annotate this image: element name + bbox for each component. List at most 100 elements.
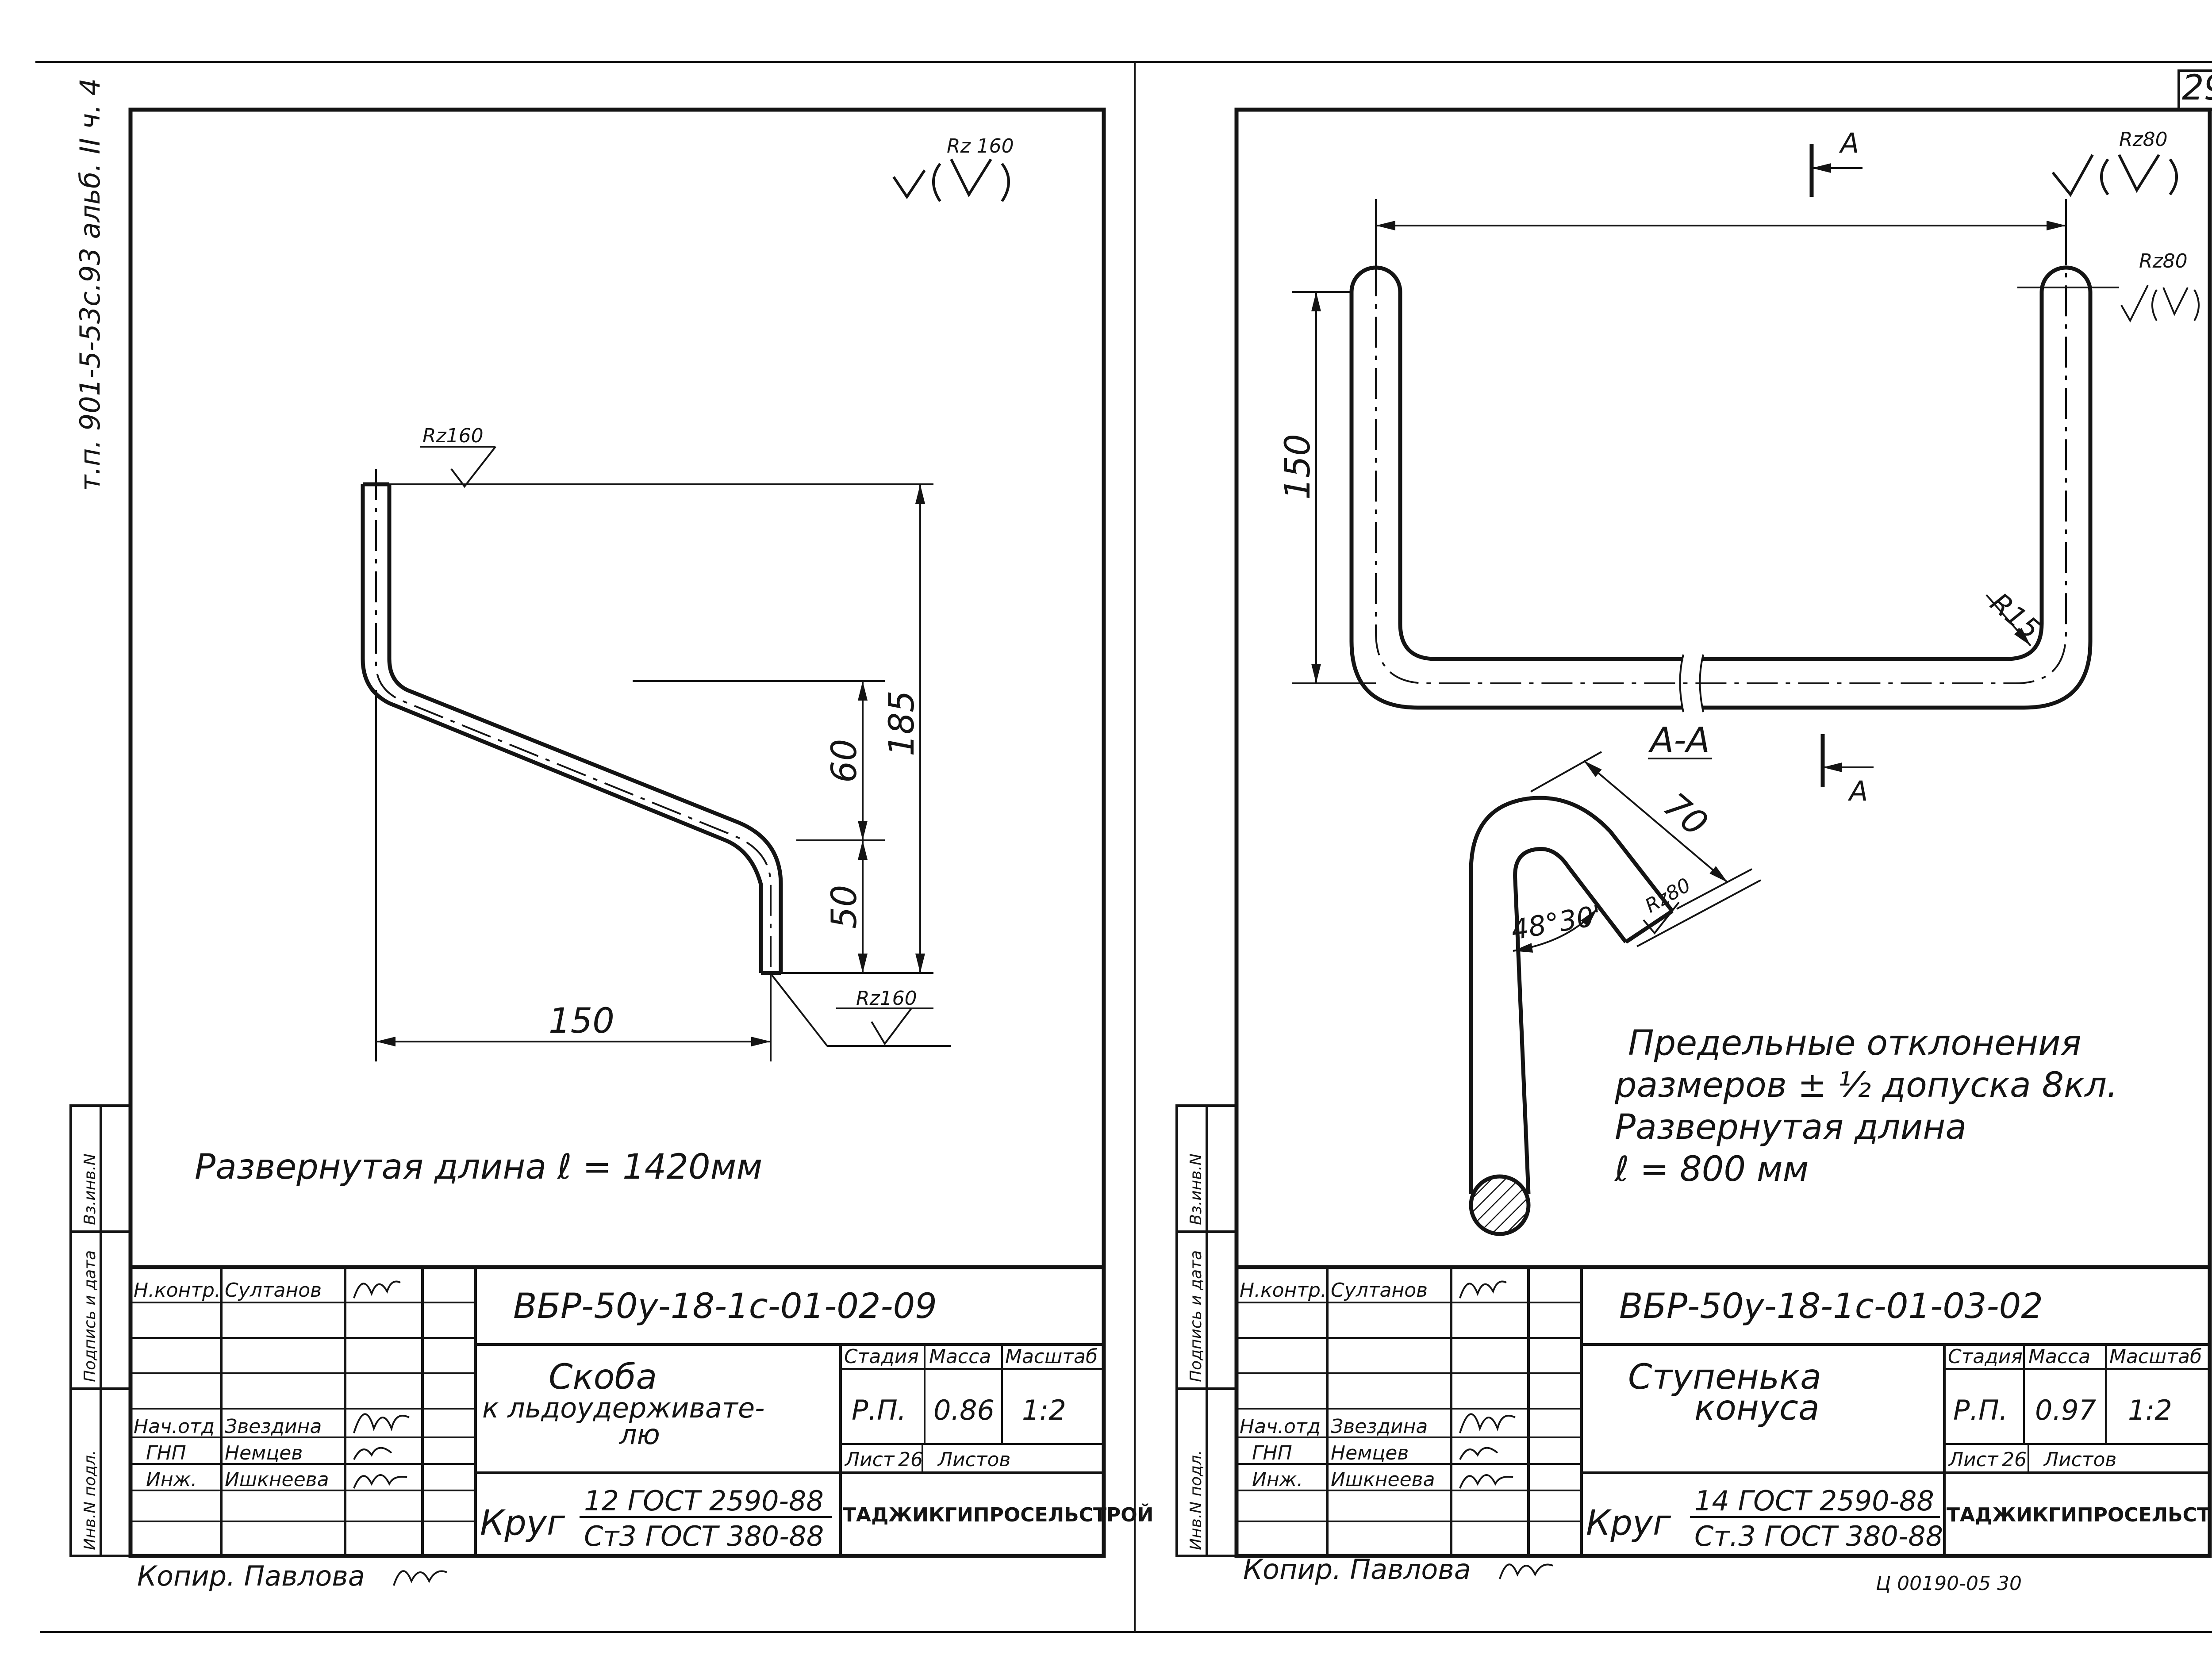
sheet-number: 26 [2002, 1448, 2027, 1471]
role-nach-otd: Нач.отд [134, 1415, 215, 1438]
note-line-3: Развернутая длина [1615, 1107, 1966, 1147]
signature-zvezdina [1459, 1413, 1516, 1433]
copier-signature [393, 1570, 447, 1586]
part-name-line-3: лю [619, 1418, 660, 1451]
material-bottom: Ст3 ГОСТ 380-88 [584, 1520, 824, 1552]
section-mark-bottom: А [1847, 775, 1868, 807]
signature-ishkneeva [353, 1474, 407, 1489]
part-code: ВБР-50у-18-1с-01-02-09 [513, 1287, 937, 1326]
signature-nemtsev [1459, 1447, 1498, 1460]
roughness-end: Rz160 [856, 987, 917, 1010]
stage-label: Стадия [1948, 1345, 2023, 1368]
scale-label: Масштаб [2109, 1345, 2202, 1368]
page-number-box [2177, 69, 2212, 111]
role-n-kontr: Н.контр. [1240, 1279, 1327, 1302]
material-prefix: Круг [1586, 1503, 1671, 1543]
part-code: ВБР-50у-18-1с-01-03-02 [1619, 1287, 2043, 1326]
scale-value: 1:2 [2128, 1394, 2172, 1426]
side-stamp-vz: Вз.инв.N [1187, 1153, 1205, 1225]
page-number: 29 [2182, 68, 2212, 108]
role-inzh: Инж. [1252, 1468, 1303, 1491]
step-outline-inner-right [1703, 292, 2044, 661]
unfolded-length-note: Развернутая длина ℓ = 1420мм [195, 1147, 762, 1187]
sheet-right: 29 Инв.N подл. Подпись и дата Вз.инв.N 1… [1175, 68, 2212, 1595]
signature-sultanov [353, 1280, 401, 1299]
section-outline-inner [1513, 847, 1628, 1195]
sheet-label: Лист [1948, 1448, 1999, 1471]
archive-code: Ц 00190-05 30 [1876, 1572, 2022, 1595]
side-stamp-inv: Инв.N подл. [81, 1450, 99, 1550]
step-drawing: 150 R15 А А Rz80 Rz8 [1278, 127, 2200, 1236]
dim-150: 150 [1278, 434, 1318, 500]
role-gnp: ГНП [146, 1442, 186, 1464]
name-zvezdina: Звездина [1331, 1415, 1428, 1438]
dim-185: 185 [882, 690, 922, 756]
copier-signature [1499, 1563, 1553, 1579]
material-top: 14 ГОСТ 2590-88 [1694, 1485, 1934, 1517]
stage-label: Стадия [844, 1345, 919, 1368]
title-block-left: Н.контр. Султанов Нач.отд Звездина ГНП Н… [131, 1265, 1153, 1556]
name-sultanov: Султанов [1331, 1279, 1428, 1302]
side-stamp-inv: Инв.N подл. [1187, 1450, 1205, 1550]
role-inzh: Инж. [146, 1468, 197, 1491]
note-line-1: Предельные отклонения [1628, 1023, 2081, 1063]
sheet-label: Лист [844, 1448, 895, 1471]
roughness-top: Rz160 [422, 425, 484, 447]
dim-60: 60 [825, 739, 864, 783]
side-stamp-sign: Подпись и дата [1187, 1250, 1205, 1382]
signature-nemtsev [353, 1447, 392, 1460]
sheet-left-frame [128, 107, 1106, 1558]
sheets-label: Листов [937, 1448, 1010, 1471]
sheet-number: 26 [898, 1448, 923, 1471]
name-nemtsev: Немцев [1331, 1442, 1409, 1464]
part-name-line-2: к льдоудерживате- [482, 1392, 765, 1424]
name-nemtsev: Немцев [225, 1442, 303, 1464]
signature-ishkneeva [1459, 1474, 1513, 1489]
signature-zvezdina [353, 1413, 410, 1433]
role-nach-otd: Нач.отд [1240, 1415, 1321, 1438]
section-mark-top: А [1839, 127, 1859, 159]
mass-label: Масса [2028, 1345, 2090, 1368]
radius-r15: R15 [1984, 586, 2046, 646]
roughness-general: Rz80 [2119, 128, 2168, 151]
bracket-centerline [375, 469, 772, 991]
title-block-right: Н.контр. Султанов Нач.отд Звездина ГНП Н… [1237, 1265, 2212, 1556]
name-zvezdina: Звездина [225, 1415, 322, 1438]
sheet-right-frame [1234, 107, 2212, 1558]
material-top: 12 ГОСТ 2590-88 [584, 1485, 824, 1517]
side-stamp-sign: Подпись и дата [81, 1250, 99, 1382]
role-n-kontr: Н.контр. [134, 1279, 221, 1302]
dim-70: 70 [1656, 785, 1715, 844]
note-line-2: размеров ± ½ допуска 8кл. [1614, 1065, 2118, 1105]
step-outline-outer-right [1703, 292, 2093, 710]
mass-value: 0.86 [933, 1394, 995, 1426]
organization: ТАДЖИКГИПРОСЕЛЬСТРОЙ [1947, 1503, 2212, 1526]
step-centerline [1375, 265, 2067, 684]
bracket-drawing: 60 50 185 150 Rz160 Rz160 Rz 160 Разверн… [195, 135, 1014, 1187]
name-ishkneeva: Ишкнеева [1331, 1468, 1435, 1491]
section-title: А-А [1648, 720, 1710, 760]
name-sultanov: Султанов [225, 1279, 322, 1302]
material-prefix: Круг [480, 1503, 565, 1543]
roughness-right: Rz80 [2139, 250, 2188, 272]
mass-value: 0.97 [2035, 1394, 2096, 1426]
scale-value: 1:2 [1022, 1394, 1066, 1426]
step-outline-inner-left [1398, 292, 1683, 661]
roughness-general: Rz 160 [947, 135, 1014, 157]
signature-sultanov [1459, 1280, 1507, 1299]
margin-note: т.п. 901-5-53с.93 альб. II ч. 4 [74, 78, 106, 491]
dim-50: 50 [825, 885, 864, 929]
part-name-line-1: Скоба [549, 1357, 657, 1397]
rod-cross-section [1469, 1174, 1531, 1236]
copier-note: Копир. Павлова [1243, 1553, 1471, 1586]
part-name-line-2: конуса [1694, 1388, 1820, 1428]
sheet-left: Инв.N подл. Подпись и дата Вз.инв.N 60 5… [69, 107, 1153, 1592]
side-stamp-vz: Вз.инв.N [81, 1153, 99, 1225]
stage-value: Р.П. [1953, 1394, 2008, 1426]
dim-150: 150 [549, 1001, 614, 1041]
organization: ТАДЖИКГИПРОСЕЛЬСТРОЙ [843, 1503, 1153, 1526]
bracket-outline-inner [387, 484, 783, 973]
mass-label: Масса [929, 1345, 991, 1368]
